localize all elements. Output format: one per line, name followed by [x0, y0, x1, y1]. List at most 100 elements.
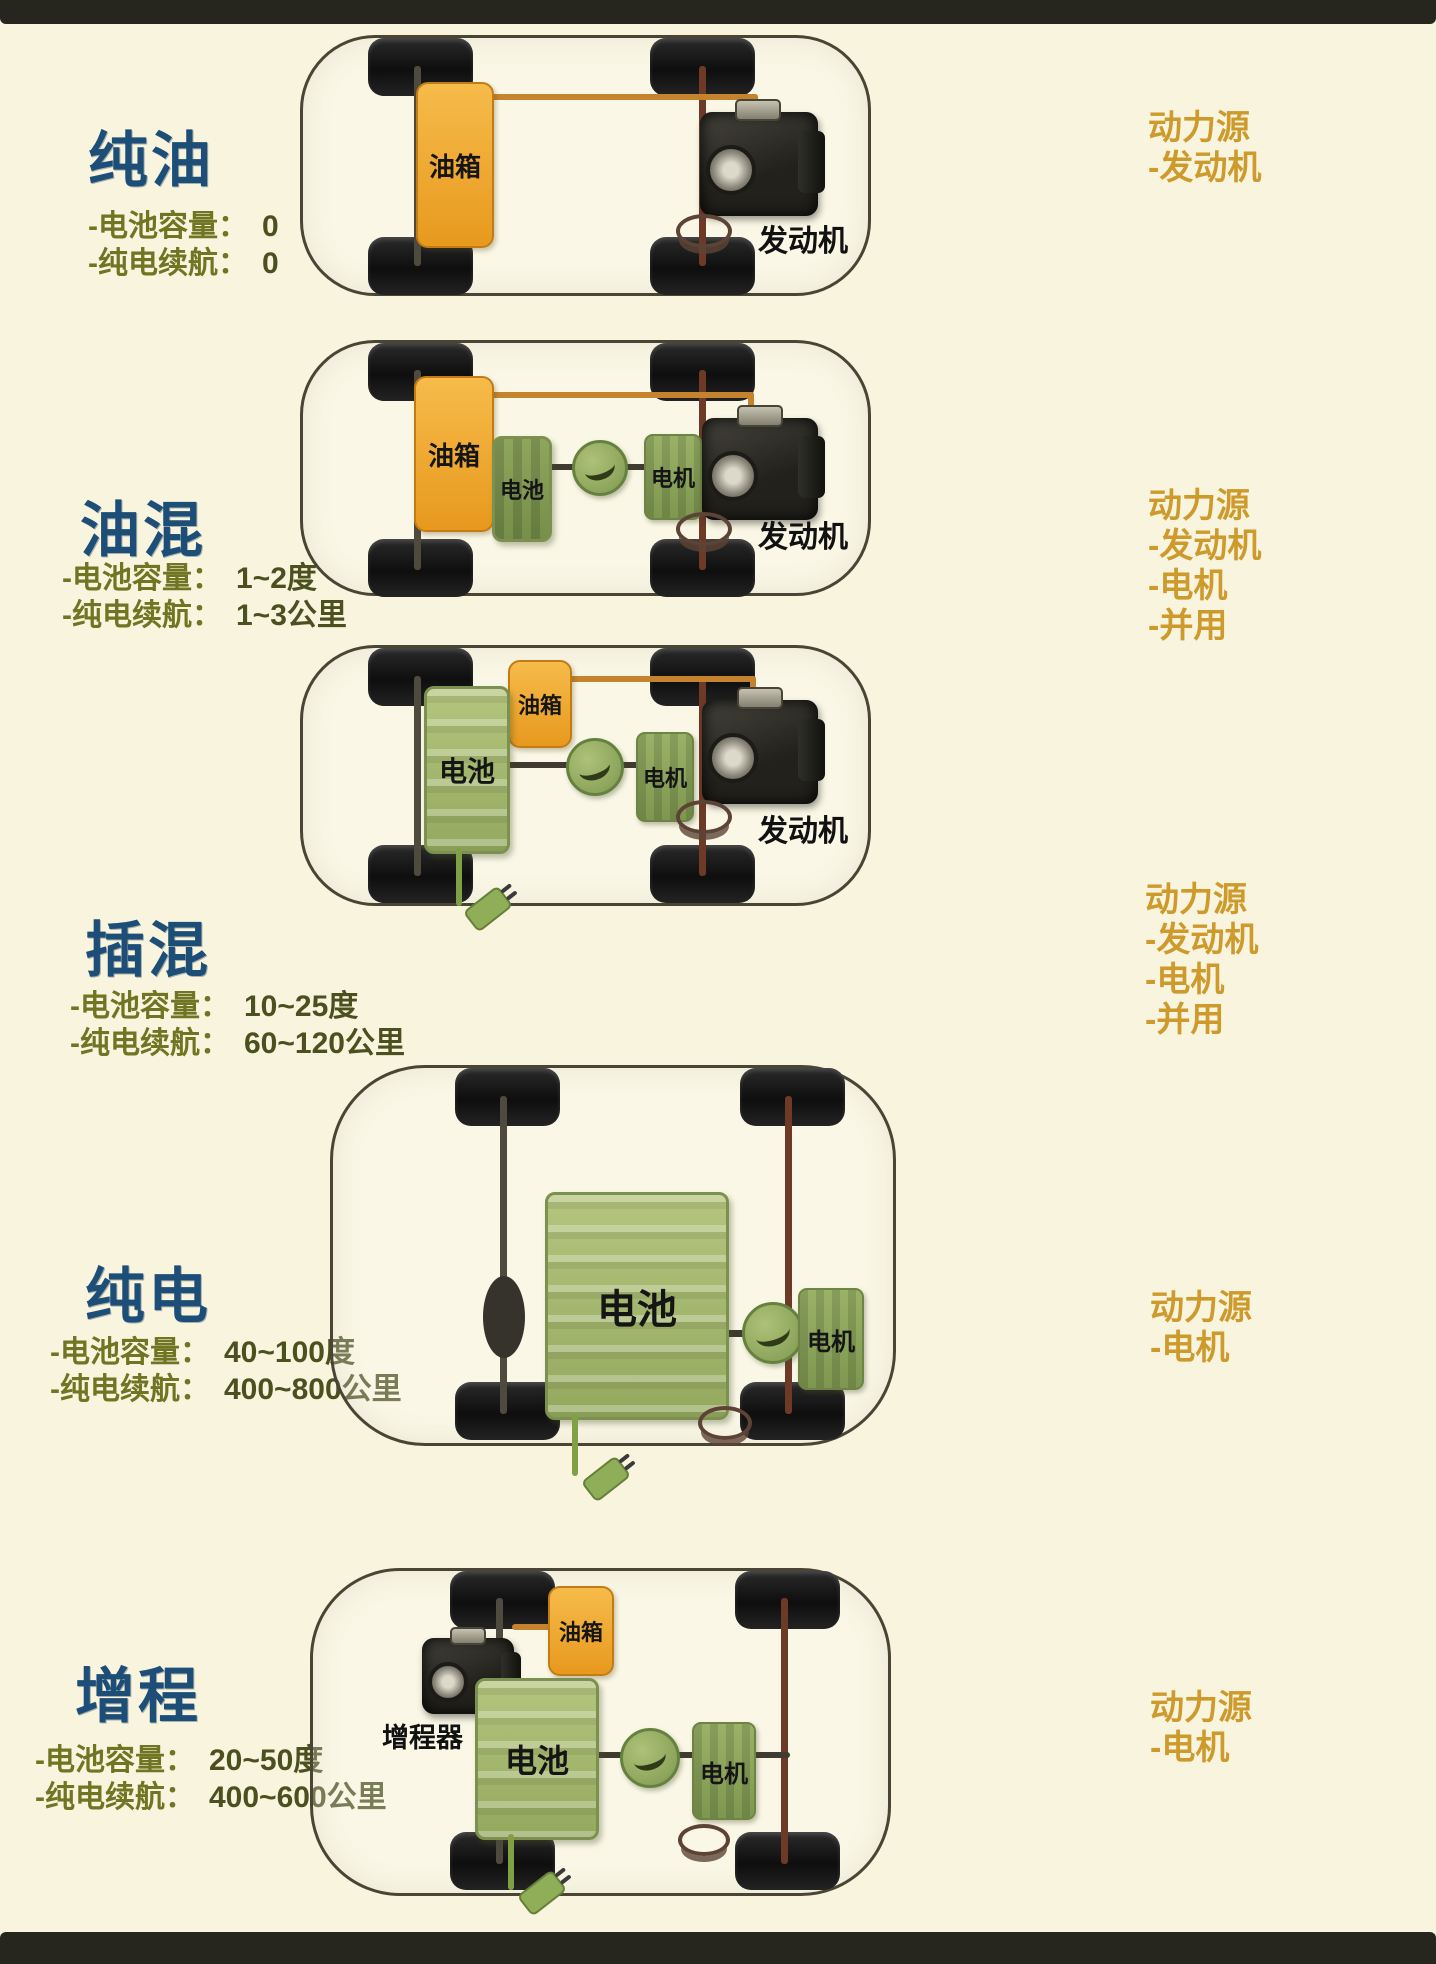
electric-range-spec: -纯电续航： 0	[88, 245, 279, 282]
spec-block: -电池容量： 10~25度 -纯电续航： 60~120公里	[70, 988, 405, 1062]
suspension-coil-icon	[698, 1406, 752, 1440]
battery-label: 电池	[597, 1288, 677, 1332]
fuel-line	[488, 94, 758, 100]
row-title-pure-electric: 纯电	[85, 1263, 211, 1330]
engine-label: 发动机	[758, 521, 848, 554]
suspension-coil-icon	[676, 214, 732, 248]
fuel-line	[512, 1624, 556, 1630]
power-source-note: 动力源 -电机	[1150, 1688, 1252, 1768]
spec-label: -纯电续航：	[62, 599, 222, 632]
range-extender-illustration	[422, 1627, 521, 1714]
engine-illustration	[702, 405, 825, 520]
right-drive-axle	[785, 1096, 792, 1414]
engine-illustration	[700, 99, 825, 216]
spec-value: 1~3公里	[236, 599, 347, 632]
coupling-gear-icon	[572, 440, 628, 496]
power-source-item: -并用	[1148, 607, 1228, 645]
power-source-note: 动力源 -发动机 -电机 -并用	[1148, 486, 1261, 646]
engine-label: 发动机	[758, 225, 848, 258]
power-source-heading: 动力源	[1145, 881, 1247, 919]
battery: 电池	[424, 686, 510, 854]
spec-label: -电池容量：	[62, 562, 222, 595]
row-title-pure-gasoline: 纯油	[88, 127, 214, 194]
spec-label: -纯电续航：	[50, 1373, 210, 1406]
coupling-gear-icon	[620, 1728, 680, 1788]
suspension-coil-icon	[678, 1824, 730, 1856]
power-source-note: 动力源 -发动机 -电机 -并用	[1145, 880, 1258, 1040]
engine-pulley-icon	[708, 450, 758, 501]
engine-cylinder-icon	[798, 718, 825, 782]
suspension-coil-icon	[676, 512, 732, 546]
battery-capacity-spec: -电池容量： 0	[88, 208, 279, 245]
fuel-tank: 油箱	[548, 1586, 614, 1676]
engine-pulley-icon	[708, 733, 758, 784]
battery-label: 电池	[499, 478, 544, 503]
engine-pulley-icon	[706, 145, 756, 196]
spec-block: -电池容量： 20~50度 -纯电续航： 400~600公里	[35, 1742, 387, 1816]
power-source-item: -并用	[1145, 1001, 1225, 1039]
left-axle	[500, 1096, 507, 1414]
battery: 电池	[492, 436, 552, 542]
rear-axle	[414, 676, 421, 876]
engine-pulley-icon	[428, 1662, 468, 1703]
fuel-tank-label: 油箱	[558, 1620, 603, 1645]
row-title-hybrid: 油混	[80, 497, 206, 564]
engine-cylinder-icon	[798, 436, 825, 498]
battery: 电池	[475, 1678, 599, 1840]
engine-intake-icon	[449, 1627, 486, 1645]
power-source-heading: 动力源	[1148, 487, 1250, 525]
charging-cable	[572, 1414, 578, 1476]
spec-label: -纯电续航：	[70, 1027, 230, 1060]
spec-value: 20~50度	[209, 1744, 324, 1777]
spec-value: 0	[262, 210, 279, 243]
motor-label: 电机	[807, 1328, 855, 1356]
engine-intake-icon	[736, 687, 783, 709]
motor-label: 电机	[642, 766, 687, 791]
fuel-tank: 油箱	[414, 376, 494, 532]
battery-capacity-spec: -电池容量： 10~25度	[70, 988, 405, 1025]
fuel-line	[488, 392, 754, 398]
power-source-note: 动力源 -电机	[1150, 1288, 1252, 1368]
coupling-gear-icon	[742, 1302, 804, 1364]
row-title-plug-in-hybrid: 插混	[85, 917, 211, 984]
power-source-heading: 动力源	[1148, 109, 1250, 147]
engine-intake-icon	[735, 99, 782, 121]
power-source-item: -电机	[1145, 961, 1225, 999]
fuel-tank-label: 油箱	[428, 151, 481, 182]
electric-range-spec: -纯电续航： 60~120公里	[70, 1025, 405, 1062]
power-source-item: -电机	[1150, 1329, 1230, 1367]
motor-label: 电机	[700, 1760, 748, 1788]
spec-value: 1~2度	[236, 562, 317, 595]
differential-icon	[483, 1276, 525, 1358]
electric-range-spec: -纯电续航： 1~3公里	[62, 597, 347, 634]
range-extender-label: 增程器	[382, 1723, 463, 1753]
electric-range-spec: -纯电续航： 400~600公里	[35, 1779, 387, 1816]
electric-motor: 电机	[692, 1722, 756, 1820]
electric-motor: 电机	[798, 1288, 864, 1390]
spec-block: -电池容量： 0 -纯电续航： 0	[88, 208, 279, 282]
battery-capacity-spec: -电池容量： 20~50度	[35, 1742, 387, 1779]
battery-label: 电池	[504, 1743, 569, 1779]
fuel-line	[568, 676, 756, 682]
wheel-front-right	[740, 1068, 845, 1126]
engine-cylinder-icon	[798, 130, 825, 194]
power-source-item: -电机	[1148, 567, 1228, 605]
motor-label: 电机	[650, 466, 695, 491]
spec-label: -电池容量：	[88, 210, 248, 243]
power-source-item: -发动机	[1145, 921, 1259, 959]
spec-label: -电池容量：	[70, 990, 230, 1023]
engine-label: 发动机	[758, 815, 848, 848]
fuel-tank-label: 油箱	[427, 440, 480, 471]
fuel-tank-label: 油箱	[517, 693, 562, 718]
spec-value: 10~25度	[244, 990, 359, 1023]
spec-label: -纯电续航：	[35, 1781, 195, 1814]
engine-illustration	[702, 687, 825, 804]
electric-motor: 电机	[644, 434, 702, 520]
battery-label: 电池	[438, 756, 495, 787]
charging-cable	[508, 1834, 514, 1890]
power-source-heading: 动力源	[1150, 1689, 1252, 1727]
power-source-note: 动力源 -发动机	[1148, 108, 1261, 188]
spec-block: -电池容量： 1~2度 -纯电续航： 1~3公里	[62, 560, 347, 634]
drive-shaft	[590, 1752, 790, 1758]
